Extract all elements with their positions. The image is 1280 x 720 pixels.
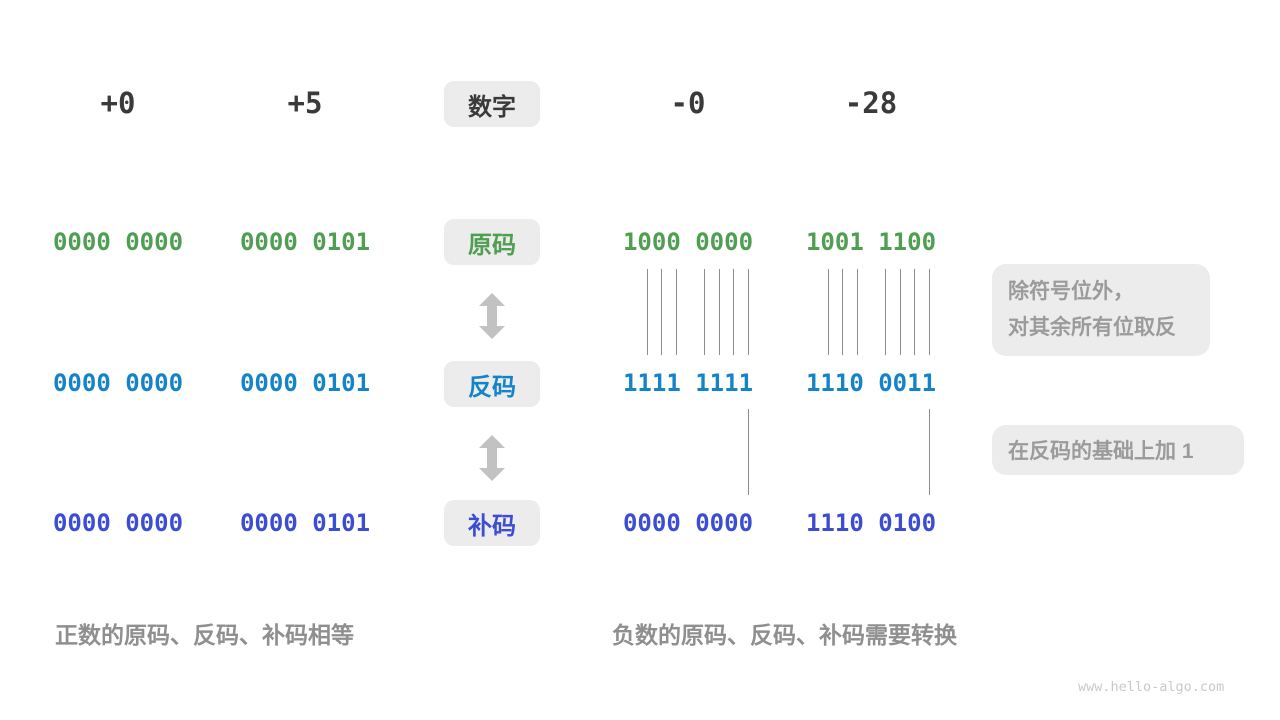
sign-magnitude-minus28: 1001 1100 [805, 228, 937, 256]
watermark: www.hello-algo.com [1078, 679, 1225, 695]
ones-complement-badge: 反码 [444, 361, 540, 407]
flip-line [704, 269, 705, 355]
flip-line [748, 269, 749, 355]
header-plus-0: +0 [100, 86, 136, 120]
flip-line [676, 269, 677, 355]
flip-note: 除符号位外， 对其余所有位取反 [992, 264, 1210, 356]
flip-line [857, 269, 858, 355]
ones-complement-minus28: 1110 0011 [805, 369, 937, 397]
flip-line [661, 269, 662, 355]
flip-line [929, 269, 930, 355]
header-minus-0: -0 [670, 86, 706, 120]
twos-complement-plus5: 0000 0101 [239, 509, 371, 537]
flip-note-line2: 对其余所有位取反 [1008, 316, 1176, 339]
flip-line [647, 269, 648, 355]
updown-arrow-icon [479, 435, 505, 481]
sign-magnitude-badge: 原码 [444, 219, 540, 265]
flip-line [828, 269, 829, 355]
negative-caption: 负数的原码、反码、补码需要转换 [612, 622, 957, 648]
twos-complement-minus0: 0000 0000 [622, 509, 754, 537]
add-one-line [748, 409, 749, 495]
flip-line [900, 269, 901, 355]
twos-complement-plus0: 0000 0000 [52, 509, 184, 537]
sign-magnitude-plus5: 0000 0101 [239, 228, 371, 256]
ones-complement-plus5: 0000 0101 [239, 369, 371, 397]
flip-line [842, 269, 843, 355]
add-one-note-text: 在反码的基础上加 1 [1008, 440, 1194, 463]
sign-magnitude-plus0: 0000 0000 [52, 228, 184, 256]
twos-complement-minus28: 1110 0100 [805, 509, 937, 537]
sign-magnitude-minus0: 1000 0000 [622, 228, 754, 256]
add-one-line [929, 409, 930, 495]
updown-arrow-icon [479, 293, 505, 339]
flip-line [719, 269, 720, 355]
twos-complement-badge: 补码 [444, 500, 540, 546]
flip-note-line1: 除符号位外， [1008, 280, 1134, 303]
number-badge: 数字 [444, 81, 540, 127]
ones-complement-plus0: 0000 0000 [52, 369, 184, 397]
flip-line [914, 269, 915, 355]
flip-line [885, 269, 886, 355]
flip-line [733, 269, 734, 355]
header-plus-5: +5 [287, 86, 323, 120]
add-one-note: 在反码的基础上加 1 [992, 425, 1244, 475]
header-minus-28: -28 [844, 86, 898, 120]
positive-caption: 正数的原码、反码、补码相等 [55, 622, 354, 648]
ones-complement-minus0: 1111 1111 [622, 369, 754, 397]
